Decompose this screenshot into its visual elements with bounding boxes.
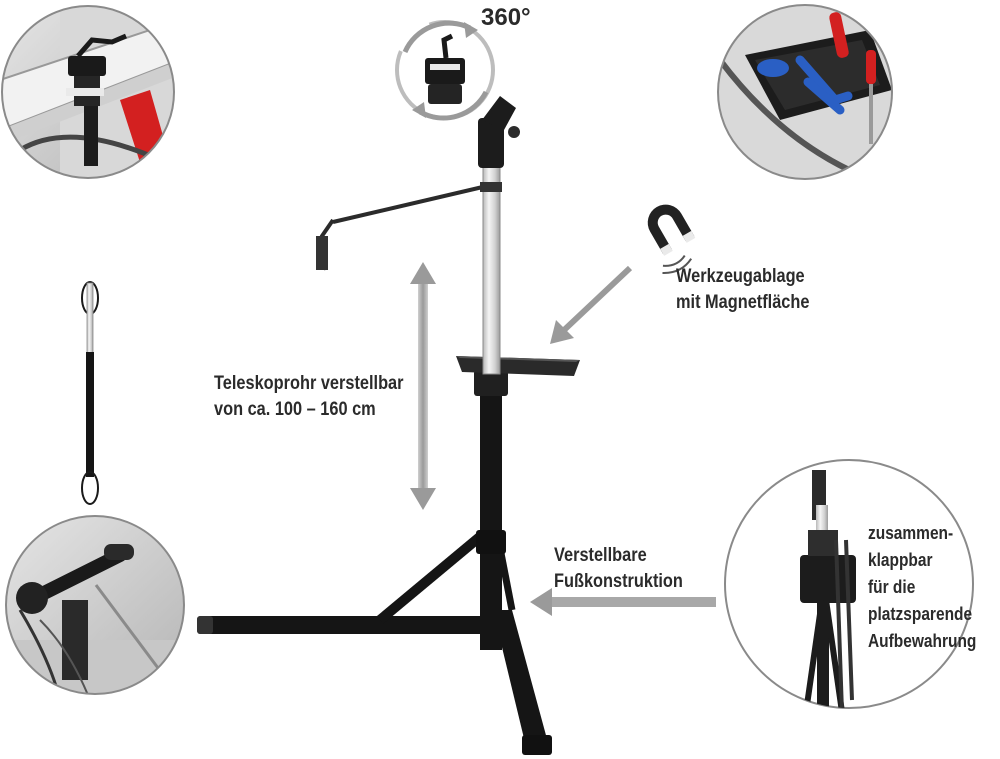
stand-telescopic-tube — [482, 137, 501, 375]
tool-tray-label-line2: mit Magnetfläche — [676, 292, 810, 313]
fold-label-line1: zusammen- — [868, 523, 954, 543]
stand-leg-front — [493, 610, 550, 755]
fold-label-line2: klappbar — [868, 550, 933, 570]
fold-label-line3: für die — [868, 577, 916, 597]
repair-stand — [197, 96, 580, 755]
foot-label: Verstellbare Fußkonstruktion — [554, 543, 683, 595]
fold-label-line5: Aufbewahrung — [868, 631, 977, 651]
tool-tray-label-line1: Werkzeugablage — [676, 266, 805, 287]
stand-strut — [376, 526, 492, 624]
inset-tool-tray — [717, 4, 893, 180]
fold-label-line4: platzsparende — [868, 604, 973, 624]
telescope-label: Teleskoprohr verstellbar von ca. 100 – 1… — [214, 371, 404, 423]
rotating-clamp — [395, 20, 495, 121]
rotation-label: 360° — [481, 4, 531, 31]
fold-label: zusammen- klappbar für die platzsparende… — [868, 520, 976, 655]
tray-pointer-arrow — [550, 265, 633, 344]
inset-clamp-on-frame — [1, 5, 175, 179]
telescope-label-line1: Teleskoprohr verstellbar — [214, 373, 404, 394]
stand-head — [478, 118, 504, 168]
inset-folded-stand — [724, 459, 974, 709]
telescope-height-arrow — [410, 262, 436, 510]
stand-brace-arm — [332, 184, 488, 224]
inset-handlebar-holder — [5, 515, 185, 695]
side-view-silhouette — [81, 281, 99, 505]
telescope-label-line2: von ca. 100 – 160 cm — [214, 399, 376, 420]
tool-tray-label: Werkzeugablage mit Magnetfläche — [676, 264, 809, 316]
foot-label-line2: Fußkonstruktion — [554, 571, 683, 592]
rotation-arrow-icon — [402, 20, 489, 121]
foot-pointer-arrow — [530, 588, 716, 616]
stand-lower-tube — [480, 390, 502, 650]
foot-label-line1: Verstellbare — [554, 545, 647, 566]
stand-leg-left — [197, 616, 497, 634]
magnet-icon — [647, 204, 696, 274]
